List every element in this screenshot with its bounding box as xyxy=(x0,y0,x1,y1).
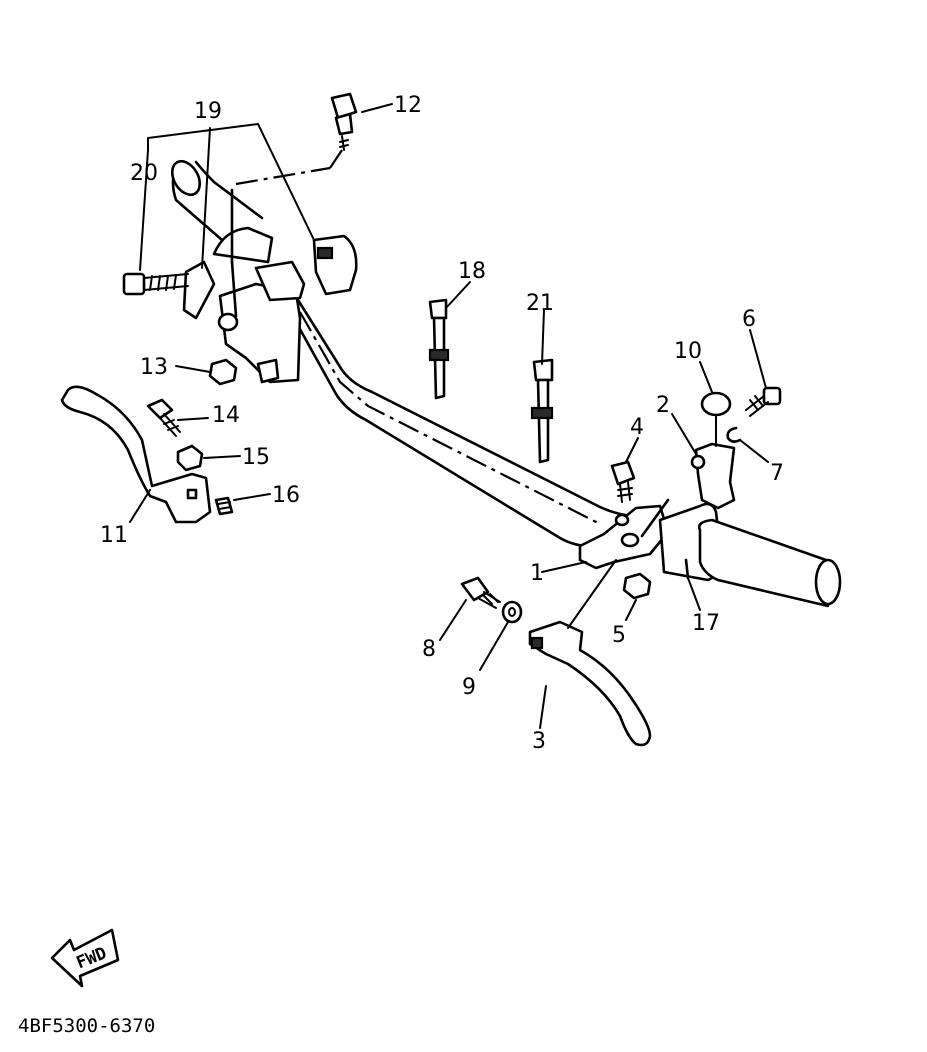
brake-lever-holder-1 xyxy=(578,498,670,570)
screw-12 xyxy=(330,92,358,151)
left-switch-housing xyxy=(182,226,358,320)
callout-18: 18 xyxy=(458,259,486,284)
leader-lines xyxy=(129,103,769,729)
callout-7: 7 xyxy=(770,461,784,486)
holder-2 xyxy=(690,442,736,510)
callout-21: 21 xyxy=(526,291,554,316)
callout-11: 11 xyxy=(100,523,128,548)
callout-2: 2 xyxy=(656,393,670,418)
brake-lever-3 xyxy=(528,620,652,747)
left-grip xyxy=(170,149,343,242)
throttle-grip-17 xyxy=(658,502,842,608)
nut-5 xyxy=(622,572,652,600)
callout-3: 3 xyxy=(532,729,546,754)
clutch-lever-holder xyxy=(217,188,306,384)
clip-7 xyxy=(726,426,742,443)
callout-20: 20 xyxy=(130,161,158,186)
diagram-code: 4BF5300-6370 xyxy=(18,1015,155,1037)
nut-15 xyxy=(176,444,204,472)
callout-13: 13 xyxy=(140,355,168,380)
forward-arrow-icon xyxy=(50,928,120,988)
screw-6 xyxy=(745,386,782,417)
callout-12: 12 xyxy=(394,93,422,118)
callout-19: 19 xyxy=(194,99,222,124)
bolt-8 xyxy=(460,576,501,609)
bolt-14 xyxy=(146,398,181,437)
callout-1: 1 xyxy=(530,561,544,586)
cap-10 xyxy=(700,391,732,447)
cable-tie-18 xyxy=(428,298,450,400)
callout-14: 14 xyxy=(212,403,240,428)
callout-16: 16 xyxy=(272,483,300,508)
callout-15: 15 xyxy=(242,445,270,470)
callout-labels: 1 2 3 4 5 6 7 8 9 10 11 12 13 14 15 16 1… xyxy=(100,93,784,754)
callout-10: 10 xyxy=(674,339,702,364)
callout-9: 9 xyxy=(462,675,476,700)
callout-6: 6 xyxy=(742,307,756,332)
callout-17: 17 xyxy=(692,611,720,636)
bolt-20 xyxy=(122,272,189,296)
fwd-direction-badge: FWD xyxy=(50,928,120,988)
bolt-4 xyxy=(610,460,636,503)
washer-9 xyxy=(501,600,523,624)
callout-5: 5 xyxy=(612,623,626,648)
cable-tie-21 xyxy=(530,358,554,464)
screw-16 xyxy=(214,496,234,516)
callout-8: 8 xyxy=(422,637,436,662)
handlebar xyxy=(294,298,634,548)
callout-4: 4 xyxy=(630,415,644,440)
nut-13 xyxy=(208,358,238,386)
